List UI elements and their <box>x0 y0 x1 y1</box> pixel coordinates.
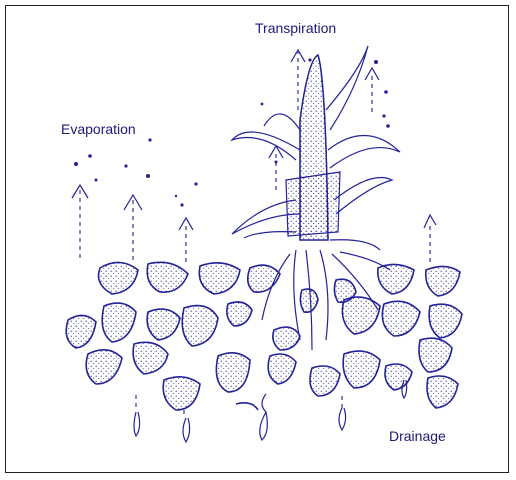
water-vapour-icon <box>74 138 198 206</box>
evaporation-label: Evaporation <box>61 121 136 137</box>
drainage-label: Drainage <box>389 428 446 444</box>
evaporation-arrows <box>72 138 436 262</box>
transpiration-label: Transpiration <box>255 20 336 36</box>
